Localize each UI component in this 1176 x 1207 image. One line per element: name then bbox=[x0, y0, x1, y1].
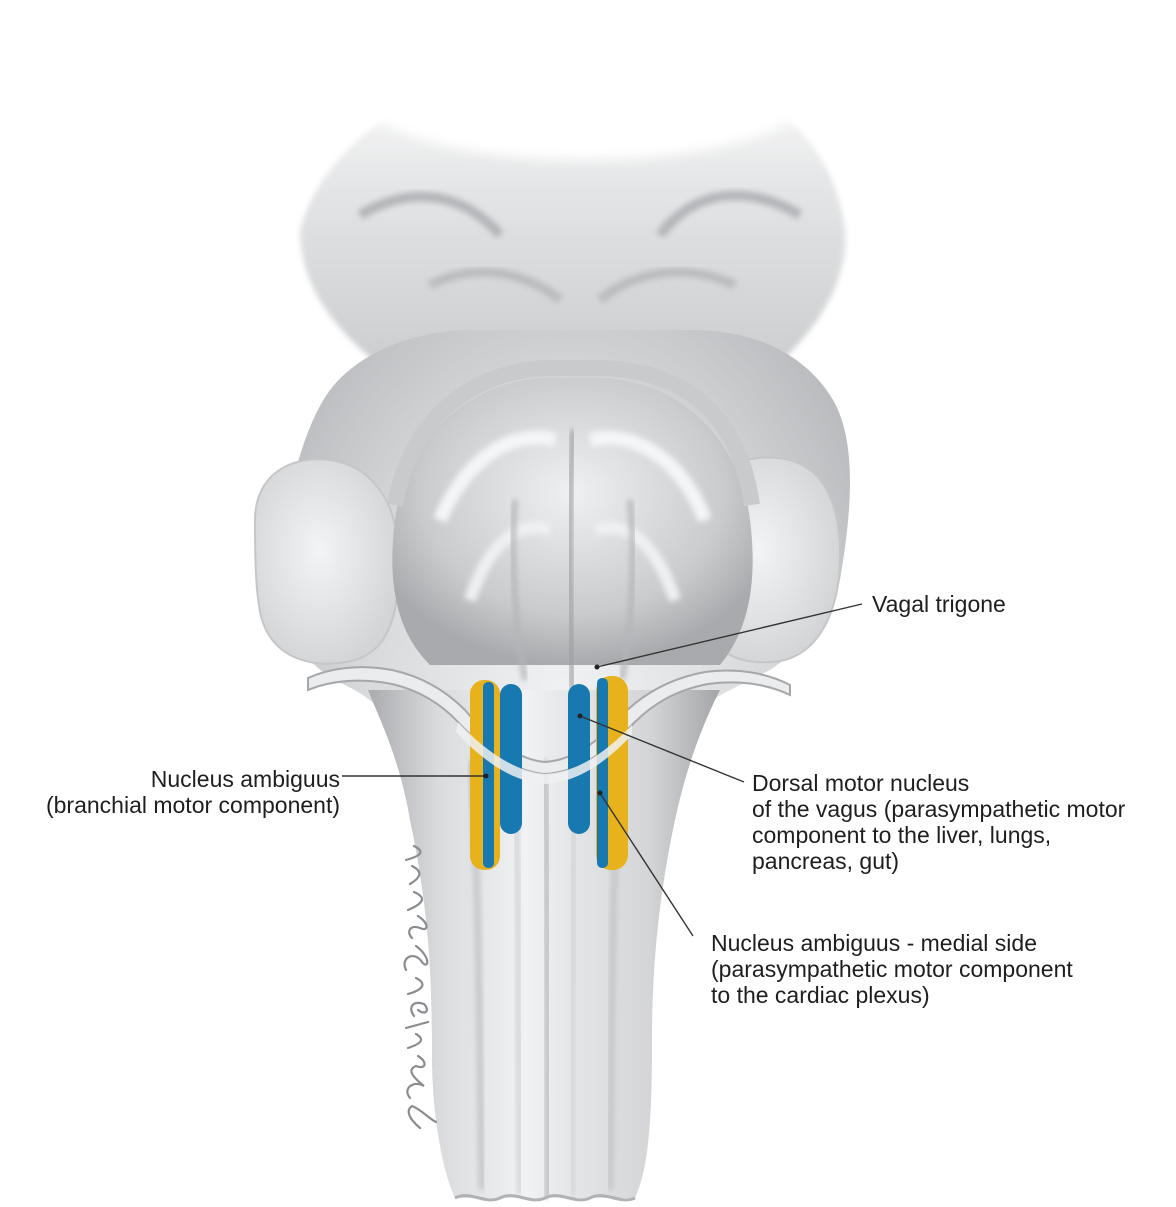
label-line: Nucleus ambiguus bbox=[10, 766, 340, 792]
dorsal-motor-nucleus-right bbox=[568, 684, 590, 834]
label-line: Dorsal motor nucleus bbox=[752, 770, 1125, 796]
label-vagal-trigone-text: Vagal trigone bbox=[872, 591, 1006, 617]
label-line: (parasympathetic motor component bbox=[711, 956, 1073, 982]
dorsal-motor-nucleus-left bbox=[500, 684, 522, 834]
label-line: of the vagus (parasympathetic motor bbox=[752, 796, 1125, 822]
label-nucleus-ambiguus-medial: Nucleus ambiguus - medial side (parasymp… bbox=[711, 930, 1073, 1008]
label-line: component to the liver, lungs, bbox=[752, 822, 1125, 848]
label-line: to the cardiac plexus) bbox=[711, 982, 1073, 1008]
label-line: (branchial motor component) bbox=[10, 792, 340, 818]
label-dorsal-motor-nucleus: Dorsal motor nucleus of the vagus (paras… bbox=[752, 770, 1125, 874]
label-vagal-trigone: Vagal trigone bbox=[872, 591, 1006, 617]
label-nucleus-ambiguus-branchial: Nucleus ambiguus (branchial motor compon… bbox=[10, 766, 340, 818]
nucleus-ambiguus-medial-right bbox=[597, 678, 608, 868]
label-line: Nucleus ambiguus - medial side bbox=[711, 930, 1073, 956]
label-line: pancreas, gut) bbox=[752, 848, 1125, 874]
